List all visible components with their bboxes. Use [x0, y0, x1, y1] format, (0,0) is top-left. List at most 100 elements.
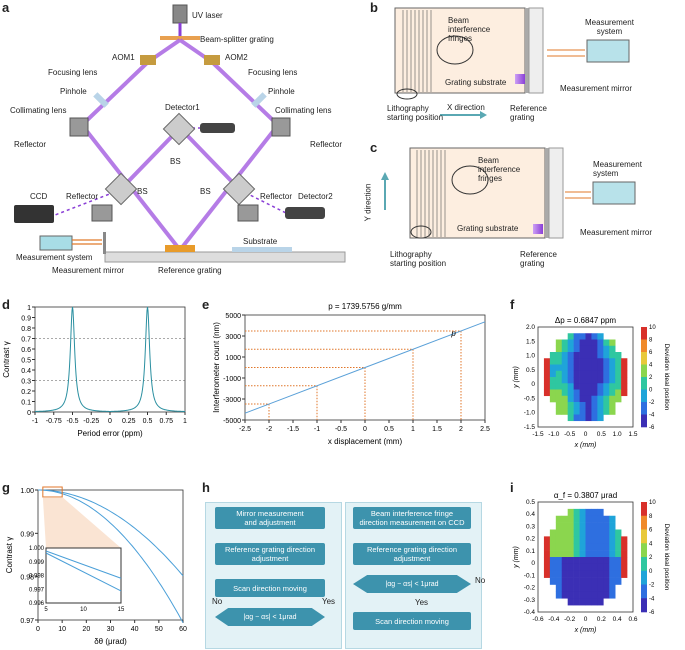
- heatmap-cell: [549, 529, 557, 537]
- heatmap-cell: [567, 570, 574, 578]
- heatmap-cell: [549, 536, 557, 544]
- heatmap-cell: [603, 591, 610, 599]
- heatmap-cell: [603, 515, 610, 523]
- x-tick-label: 0.5: [597, 431, 606, 438]
- heatmap-cell: [621, 536, 628, 544]
- chart-title: α_f = 0.3807 μrad: [554, 491, 617, 500]
- x-tick-label: -2.5: [239, 426, 251, 433]
- heatmap-cell: [567, 543, 574, 551]
- heatmap-cell: [591, 557, 598, 565]
- y-tick-label: 1000: [225, 355, 241, 362]
- heatmap-cell: [561, 339, 568, 347]
- heatmap-cell: [591, 598, 598, 606]
- heatmap-cell: [603, 570, 610, 578]
- heatmap-cell: [609, 591, 616, 599]
- c-label-fringes: Beam interference fringes: [478, 156, 521, 183]
- heatmap-cell: [555, 557, 563, 565]
- heatmap-cell: [573, 529, 580, 537]
- x-tick-label: 1: [183, 418, 187, 425]
- heatmap-cell: [609, 339, 616, 347]
- heatmap-cell: [579, 414, 586, 422]
- heatmap-cell: [609, 395, 616, 403]
- y-tick-label: -3000: [223, 397, 241, 404]
- heatmap-cell: [573, 339, 580, 347]
- heatmap-cell: [603, 402, 610, 409]
- heatmap-cell: [615, 383, 622, 390]
- heatmap-cell: [609, 550, 616, 558]
- heatmap-cell: [579, 358, 586, 365]
- x-tick-label: 60: [179, 626, 187, 633]
- x-axis-label: δθ (μrad): [94, 637, 127, 646]
- label-pinhole-left: Pinhole: [60, 87, 87, 96]
- heatmap-cell: [603, 352, 610, 359]
- y-tick-label: -0.1: [524, 572, 536, 579]
- c-label-meas-sys: Measurement system: [593, 160, 642, 178]
- flow-right-no: No: [475, 576, 486, 585]
- heatmap-cell: [585, 352, 592, 359]
- heatmap-cell: [591, 370, 598, 378]
- heatmap-cell: [567, 402, 574, 409]
- colorbar-tick: 6: [649, 350, 653, 356]
- heatmap-cell: [603, 408, 610, 415]
- heatmap-cell: [573, 563, 580, 572]
- heatmap-cell: [585, 389, 592, 397]
- inset-frame: [45, 547, 122, 604]
- heatmap-cell: [549, 383, 557, 390]
- y-tick-label: 1.00: [20, 488, 34, 495]
- heatmap-cell: [561, 345, 568, 353]
- x-tick-label: 0.5: [384, 426, 394, 433]
- heatmap-cell: [597, 543, 604, 551]
- colorbar-segment: [641, 557, 647, 572]
- heatmap-cell: [573, 333, 580, 340]
- scan-diagram-c: [381, 147, 636, 239]
- panel-label-e: e: [202, 297, 210, 312]
- inset-curve-0: [45, 550, 122, 579]
- heatmap-cell: [573, 389, 580, 397]
- heatmap-cell: [549, 370, 557, 378]
- inset-x-tick: 15: [118, 607, 125, 613]
- heatmap-cell: [567, 370, 574, 378]
- b-label-meas-mirror: Measurement mirror: [560, 84, 633, 93]
- colorbar-tick: 10: [649, 325, 656, 331]
- y-tick-label: 0.97: [20, 618, 34, 625]
- heatmap-cell: [603, 377, 610, 384]
- heatmap-cell: [549, 352, 557, 359]
- heatmap-cell: [561, 364, 568, 372]
- x-tick-label: 40: [131, 626, 139, 633]
- colorbar-tick: -2: [649, 400, 655, 406]
- label-reference-grating: Reference grating: [158, 266, 222, 275]
- b-label-litho: Lithography starting position: [387, 104, 444, 122]
- heatmap-cell: [591, 389, 598, 397]
- heatmap-cell: [579, 377, 586, 384]
- colorbar-tick: -4: [649, 596, 655, 602]
- heatmap-cell: [555, 584, 563, 592]
- y-tick-label: 1.0: [526, 353, 535, 360]
- heatmap-cell: [543, 550, 551, 558]
- heatmap-cell: [555, 370, 563, 378]
- heatmap-cell: [543, 364, 551, 372]
- heatmap-cell: [573, 364, 580, 372]
- heatmap-cell: [561, 515, 568, 523]
- heatmap-cell: [567, 414, 574, 422]
- c-label-ydir: Y direction: [363, 183, 373, 222]
- heatmap-cell: [597, 598, 604, 606]
- heatmap-cell: [585, 515, 592, 523]
- flow-left-step-1: Mirror measurement and adjustment: [215, 507, 325, 529]
- heatmap-cell: [573, 508, 580, 517]
- heatmap-cell: [597, 536, 604, 544]
- heatmap-cell: [585, 577, 592, 585]
- heatmap-cell: [621, 543, 628, 551]
- heatmap-cell: [555, 402, 563, 409]
- heatmap-cell: [603, 550, 610, 558]
- label-reflector-left: Reflector: [14, 140, 47, 149]
- label-reflector-bottom-right: Reflector: [260, 192, 293, 201]
- heatmap-cell: [597, 395, 604, 403]
- heatmap-cell: [609, 522, 616, 530]
- heatmap-cell: [579, 522, 586, 530]
- heatmap-cell: [609, 383, 616, 390]
- heatmap-cell: [555, 522, 563, 530]
- heatmap-cell: [567, 389, 574, 397]
- colorbar-segment: [641, 327, 647, 340]
